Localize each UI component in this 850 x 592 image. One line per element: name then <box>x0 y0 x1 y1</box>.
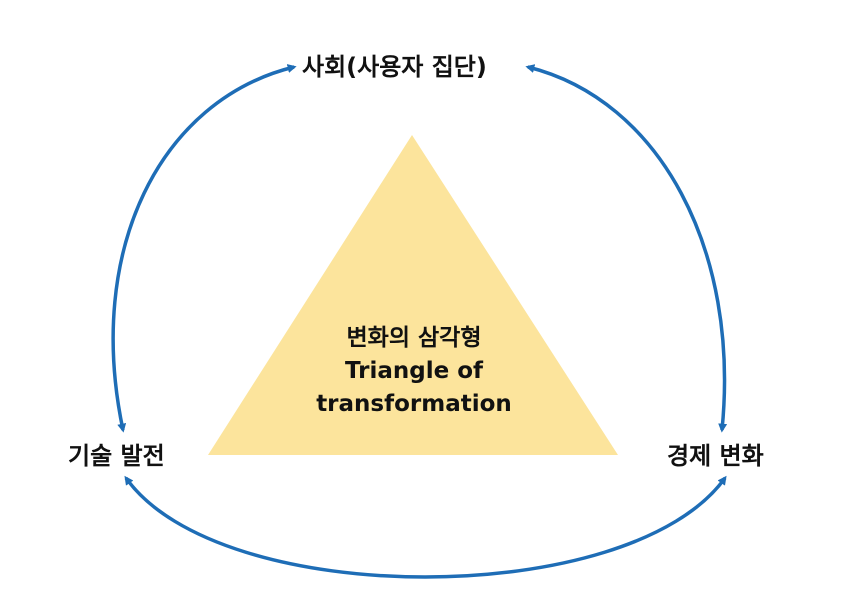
triangle-shape <box>208 135 618 455</box>
arrow-society-technology <box>111 64 297 433</box>
triangle-title-english-line2: transformation <box>316 391 512 417</box>
arrow-technology-economy <box>124 475 727 579</box>
node-society-label: 사회(사용자 집단) <box>302 53 487 81</box>
triangle-title-korean: 변화의 삼각형 <box>346 325 482 351</box>
node-economy-label: 경제 변화 <box>667 442 764 470</box>
triangle-title: 변화의 삼각형 Triangle of transformation <box>300 322 528 421</box>
node-technology-label: 기술 발전 <box>68 442 165 470</box>
arrow-society-economy <box>525 64 728 433</box>
triangle-title-english-line1: Triangle of <box>344 358 484 384</box>
